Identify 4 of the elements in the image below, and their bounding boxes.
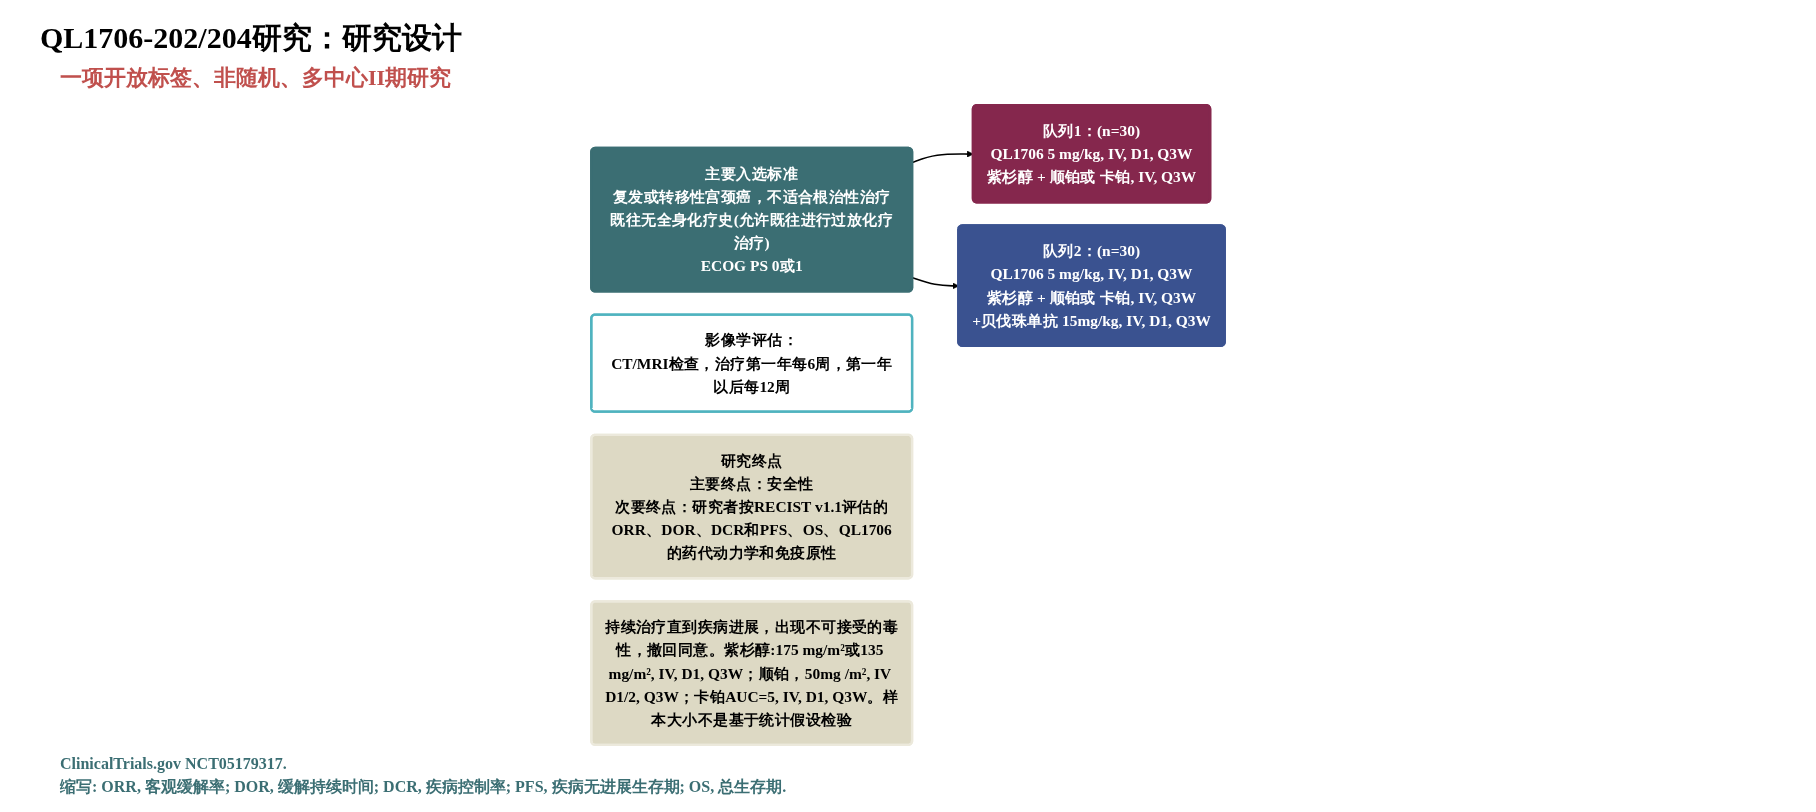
subtitle: 一项开放标签、非随机、多中心II期研究 [60,64,453,92]
footnote: ClinicalTrials.gov NCT05179317. [60,755,288,773]
title: QL1706-202/204研究：研究设计 [40,20,463,56]
footnote: 缩写: ORR, 客观缓解率; DOR, 缓解持续时间; DCR, 疾病控制率; PFS, 疾病无进展生存期; OS, 总生存期. [60,777,788,797]
